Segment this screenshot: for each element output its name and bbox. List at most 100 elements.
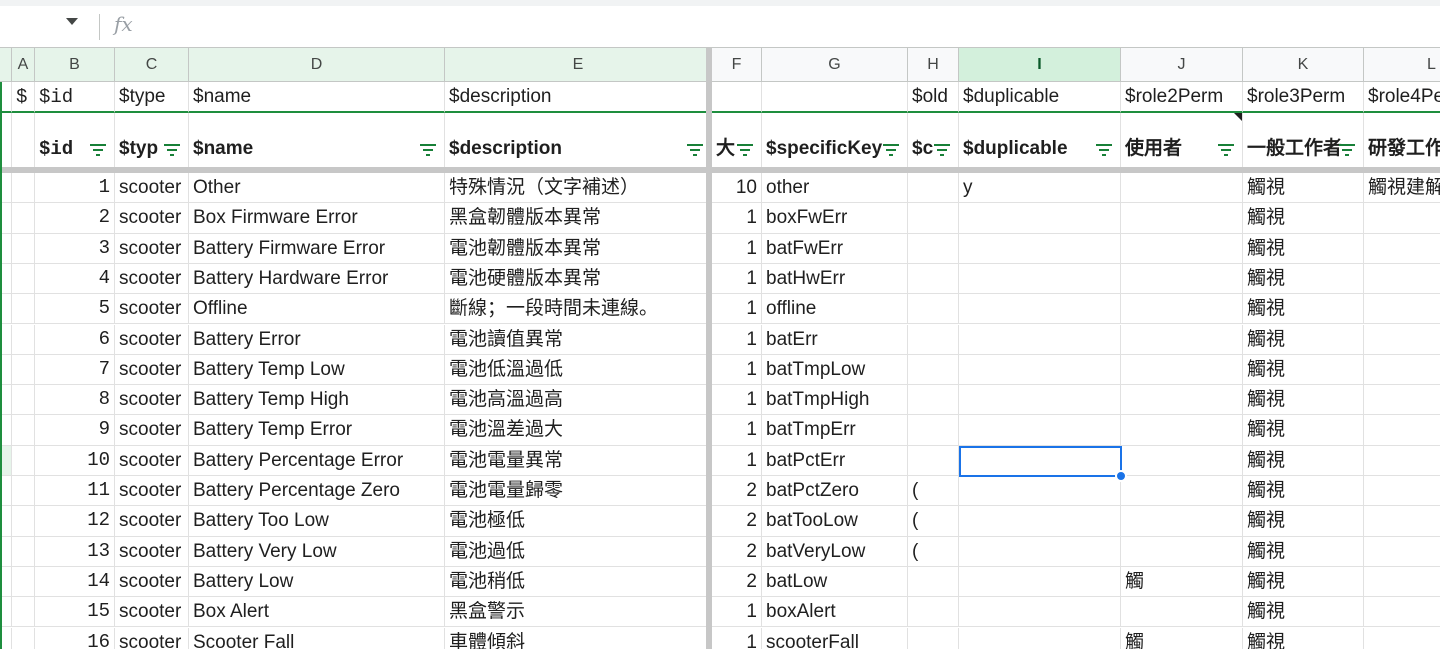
cell-l[interactable] [1364, 294, 1440, 325]
filter-header-g[interactable]: $specificKey [762, 113, 908, 167]
cell-h[interactable]: ( [908, 506, 959, 537]
row-stub[interactable] [0, 354, 12, 386]
row-stub[interactable] [0, 476, 12, 507]
cell-d[interactable]: Battery Percentage Zero [189, 476, 445, 507]
cell-i[interactable] [959, 597, 1121, 628]
cell-e[interactable]: 電池硬體版本異常 [445, 263, 712, 295]
filter-header-k[interactable]: 一般工作者 [1243, 113, 1364, 167]
cell-g[interactable]: batFwErr [762, 233, 908, 264]
cell-c[interactable]: scooter [115, 263, 189, 295]
cell-g[interactable]: batHwErr [762, 263, 908, 295]
cell-d[interactable]: Other [189, 173, 445, 204]
cell-d[interactable]: Battery Temp High [189, 385, 445, 416]
cell-h[interactable] [908, 566, 959, 598]
cell-k[interactable]: 觸視 [1243, 536, 1364, 567]
cell-a[interactable] [12, 324, 35, 355]
cell-i[interactable] [959, 294, 1121, 325]
cell-b[interactable]: 3 [35, 233, 115, 264]
cell-a[interactable] [12, 354, 35, 386]
cell-b[interactable]: 14 [35, 566, 115, 598]
filter-icon[interactable] [883, 144, 899, 156]
column-header-a[interactable]: A [12, 48, 35, 82]
cell-i[interactable] [959, 263, 1121, 295]
column-header-f[interactable]: F [712, 48, 762, 82]
row-1-cell-j[interactable]: $role2Perm [1121, 82, 1243, 113]
cell-g[interactable]: batErr [762, 324, 908, 355]
cell-h[interactable] [908, 294, 959, 325]
cell-f[interactable]: 1 [712, 294, 762, 325]
row-2-stub[interactable] [0, 113, 12, 167]
cell-l[interactable] [1364, 536, 1440, 567]
row-stub[interactable] [0, 566, 12, 598]
cell-i[interactable] [959, 536, 1121, 567]
row-1-cell-k[interactable]: $role3Perm [1243, 82, 1364, 113]
cell-j[interactable] [1121, 506, 1243, 537]
cell-f[interactable]: 2 [712, 566, 762, 598]
column-header-l[interactable]: L [1364, 48, 1440, 82]
column-header-h[interactable]: H [908, 48, 959, 82]
cell-d[interactable]: Battery Temp Error [189, 415, 445, 446]
cell-e[interactable]: 斷線；一段時間未連線。 [445, 294, 712, 325]
row-1-cell-e[interactable]: $description [445, 82, 712, 113]
cell-k[interactable]: 觸視 [1243, 203, 1364, 234]
row-stub[interactable] [0, 385, 12, 416]
filter-header-i[interactable]: $duplicable [959, 113, 1121, 167]
cell-f[interactable]: 2 [712, 506, 762, 537]
filter-icon[interactable] [90, 144, 106, 156]
cell-i[interactable] [959, 385, 1121, 416]
cell-b[interactable]: 12 [35, 506, 115, 537]
filter-header-e[interactable]: $description [445, 113, 712, 167]
cell-e[interactable]: 電池電量異常 [445, 445, 712, 476]
cell-c[interactable]: scooter [115, 173, 189, 204]
cell-e[interactable]: 電池讀值異常 [445, 324, 712, 355]
cell-f[interactable]: 1 [712, 415, 762, 446]
cell-a[interactable] [12, 233, 35, 264]
cell-k[interactable]: 觸視 [1243, 566, 1364, 598]
cell-l[interactable] [1364, 354, 1440, 386]
cell-k[interactable]: 觸視 [1243, 354, 1364, 386]
filter-icon[interactable] [1218, 144, 1234, 156]
cell-j[interactable]: 觸 [1121, 566, 1243, 598]
cell-i[interactable] [959, 627, 1121, 649]
cell-f[interactable]: 10 [712, 173, 762, 204]
cell-c[interactable]: scooter [115, 476, 189, 507]
cell-c[interactable]: scooter [115, 506, 189, 537]
cell-a[interactable] [12, 566, 35, 598]
row-stub[interactable] [0, 203, 12, 234]
cell-i[interactable] [959, 354, 1121, 386]
cell-c[interactable]: scooter [115, 324, 189, 355]
row-1-cell-f[interactable] [712, 82, 762, 113]
cell-l[interactable]: 觸視建解 [1364, 173, 1440, 204]
cell-g[interactable]: batTooLow [762, 506, 908, 537]
cell-j[interactable] [1121, 263, 1243, 295]
cell-b[interactable]: 9 [35, 415, 115, 446]
cell-a[interactable] [12, 294, 35, 325]
fill-handle[interactable] [1115, 470, 1127, 482]
cell-e[interactable]: 黑盒韌體版本異常 [445, 203, 712, 234]
cell-e[interactable]: 電池溫差過大 [445, 415, 712, 446]
row-stub[interactable] [0, 597, 12, 628]
column-header-b[interactable]: B [35, 48, 115, 82]
cell-c[interactable]: scooter [115, 233, 189, 264]
cell-k[interactable]: 觸視 [1243, 294, 1364, 325]
cell-h[interactable] [908, 445, 959, 476]
cell-j[interactable]: 觸 [1121, 627, 1243, 649]
cell-g[interactable]: other [762, 173, 908, 204]
cell-j[interactable] [1121, 233, 1243, 264]
cell-k[interactable]: 觸視 [1243, 506, 1364, 537]
cell-c[interactable]: scooter [115, 294, 189, 325]
row-stub[interactable] [0, 173, 12, 204]
cell-h[interactable] [908, 627, 959, 649]
cell-h[interactable] [908, 233, 959, 264]
cell-b[interactable]: 6 [35, 324, 115, 355]
cell-j[interactable] [1121, 173, 1243, 204]
cell-b[interactable]: 2 [35, 203, 115, 234]
cell-h[interactable] [908, 385, 959, 416]
cell-h[interactable] [908, 324, 959, 355]
cell-h[interactable] [908, 263, 959, 295]
column-header-c[interactable]: C [115, 48, 189, 82]
cell-l[interactable] [1364, 445, 1440, 476]
cell-l[interactable] [1364, 597, 1440, 628]
cell-c[interactable]: scooter [115, 536, 189, 567]
row-1-cell-c[interactable]: $type [115, 82, 189, 113]
